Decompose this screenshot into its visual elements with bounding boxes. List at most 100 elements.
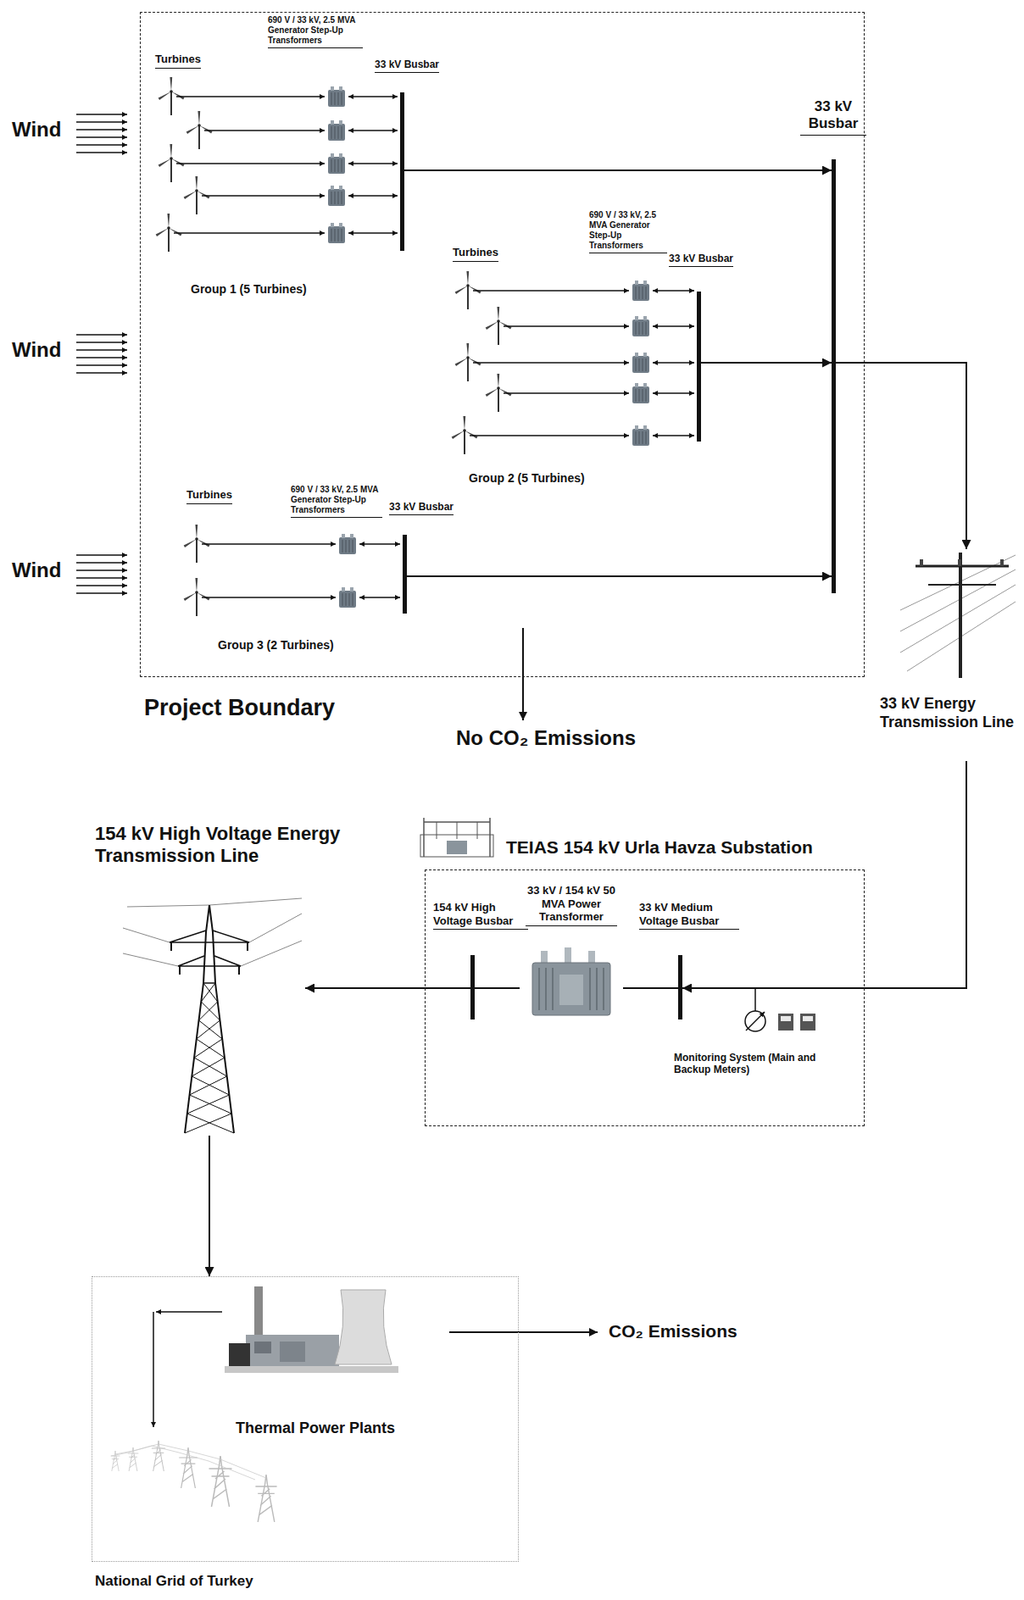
feeder-line [201, 543, 336, 546]
lattice-tower [127, 905, 210, 908]
busbar-link [652, 289, 695, 292]
distribution-pole [900, 569, 1016, 632]
monitoring-system: Monitoring System (Main and Backup Meter… [670, 1009, 864, 1088]
step-up-transformer [328, 120, 346, 141]
text-label: 690 V / 33 kV, 2.5 MVA Generator Step-Up… [589, 210, 668, 254]
feeder-line [469, 434, 629, 437]
distribution-pole [958, 552, 963, 679]
project-boundary: Project Boundary33 kV Busbar33 kV Busbar… [139, 11, 865, 678]
connector [305, 987, 471, 990]
distribution-pole [928, 584, 997, 586]
text-label: Group 3 (2 Turbines) [217, 638, 334, 653]
node-label: 154 kV High Voltage Busbar [433, 901, 529, 930]
wind-arrow [76, 562, 128, 563]
thermal-plant-image [279, 1341, 306, 1363]
no-emission-arrow [523, 628, 524, 721]
text-label: Group 2 (5 Turbines) [468, 471, 585, 486]
power-transformer-image [532, 962, 611, 1016]
substation-icon [436, 822, 438, 840]
substation-box: TEIAS 154 kV Urla Havza Substation154 kV… [424, 869, 865, 1127]
lattice-tower [209, 898, 302, 906]
lattice-tower [249, 913, 302, 943]
wind-arrow [76, 136, 128, 138]
turbine-row [155, 213, 398, 252]
lattice-tower [187, 983, 234, 1134]
substation-icon [477, 822, 479, 840]
connector [835, 362, 967, 550]
distribution-pole [919, 559, 924, 567]
grid-pylons [111, 1444, 267, 1481]
node-label: Monitoring System (Main and Backup Meter… [673, 1051, 819, 1077]
monitoring-symbol [802, 1016, 813, 1022]
step-up-transformer [328, 185, 346, 206]
wind-arrow [76, 554, 128, 556]
grid-pylons [255, 1474, 277, 1523]
feeder-line [201, 596, 336, 599]
monitoring-symbol [778, 1013, 794, 1031]
node-label: 33 kV Busbar [389, 500, 454, 516]
turbine-row [158, 144, 398, 183]
turbine-row [451, 416, 695, 455]
feeder-line [176, 95, 325, 98]
wind-arrow [76, 151, 128, 153]
lattice-tower [122, 953, 179, 967]
text-label: Turbines [452, 245, 499, 262]
connector [474, 987, 520, 990]
lattice-tower [122, 928, 170, 943]
national-grid-box: National Grid of TurkeyThermal Power Pla… [91, 1276, 519, 1563]
busbar-link [652, 392, 695, 395]
node-label: 33 kV Energy Transmission Line [879, 695, 1016, 732]
step-up-transformer [339, 587, 357, 608]
wind-arrow [76, 144, 128, 145]
text-label: 690 V / 33 kV, 2.5 MVA Generator Step-Up… [290, 484, 383, 518]
wind-arrow [76, 128, 128, 130]
thermal-plant-image [254, 1286, 263, 1340]
turbine-row [485, 306, 695, 346]
wind-arrow [76, 341, 128, 343]
feeder-line [173, 232, 325, 234]
distribution-pole [900, 552, 1016, 679]
lattice-tower [171, 942, 248, 975]
substation-icon [446, 840, 468, 855]
transmission-tower: 154 kV High Voltage Energy Transmission … [122, 894, 306, 1136]
busbar-link [652, 434, 695, 437]
node-label: 33 kV / 154 kV 50 MVA Power Transformer [525, 884, 618, 927]
substation-icon [420, 818, 494, 858]
thermal-plant: Thermal Power Plants [222, 1282, 408, 1448]
lattice-tower [184, 905, 234, 1134]
feeder-line [204, 129, 325, 132]
wind-arrow [76, 121, 128, 123]
grid-flow-arrow [153, 1312, 223, 1428]
busbar-link [348, 194, 398, 197]
substation-icon [456, 822, 458, 840]
busbar: 33 kV Busbar [831, 159, 836, 594]
connector [701, 361, 832, 364]
wind-arrow [76, 577, 128, 579]
text-label: Group 1 (5 Turbines) [190, 282, 307, 297]
wind-arrow [76, 356, 128, 358]
connector [404, 169, 832, 172]
thermal-plant-image [228, 1343, 251, 1370]
node-label: TEIAS 154 kV Urla Havza Substation [506, 836, 813, 858]
feeder-line [503, 392, 629, 395]
turbine-row [183, 578, 401, 617]
power-transformer-image [564, 947, 572, 963]
lattice-tower [122, 898, 302, 1134]
emission-arrow [449, 1331, 598, 1334]
turbine-row [485, 373, 695, 412]
thermal-plant-image [224, 1366, 399, 1374]
busbar: 33 kV Busbar [402, 534, 407, 614]
wind-arrow [76, 592, 128, 594]
feeder-line [201, 194, 325, 197]
wind-arrow [76, 333, 128, 335]
step-up-transformer [632, 316, 650, 337]
step-up-transformer [632, 352, 650, 373]
busbar-link [359, 596, 401, 599]
busbar-link [652, 361, 695, 364]
busbar: 154 kV High Voltage Busbar [470, 955, 475, 1020]
power-transformer-image [559, 974, 584, 1006]
thermal-plant-image [334, 1290, 392, 1365]
